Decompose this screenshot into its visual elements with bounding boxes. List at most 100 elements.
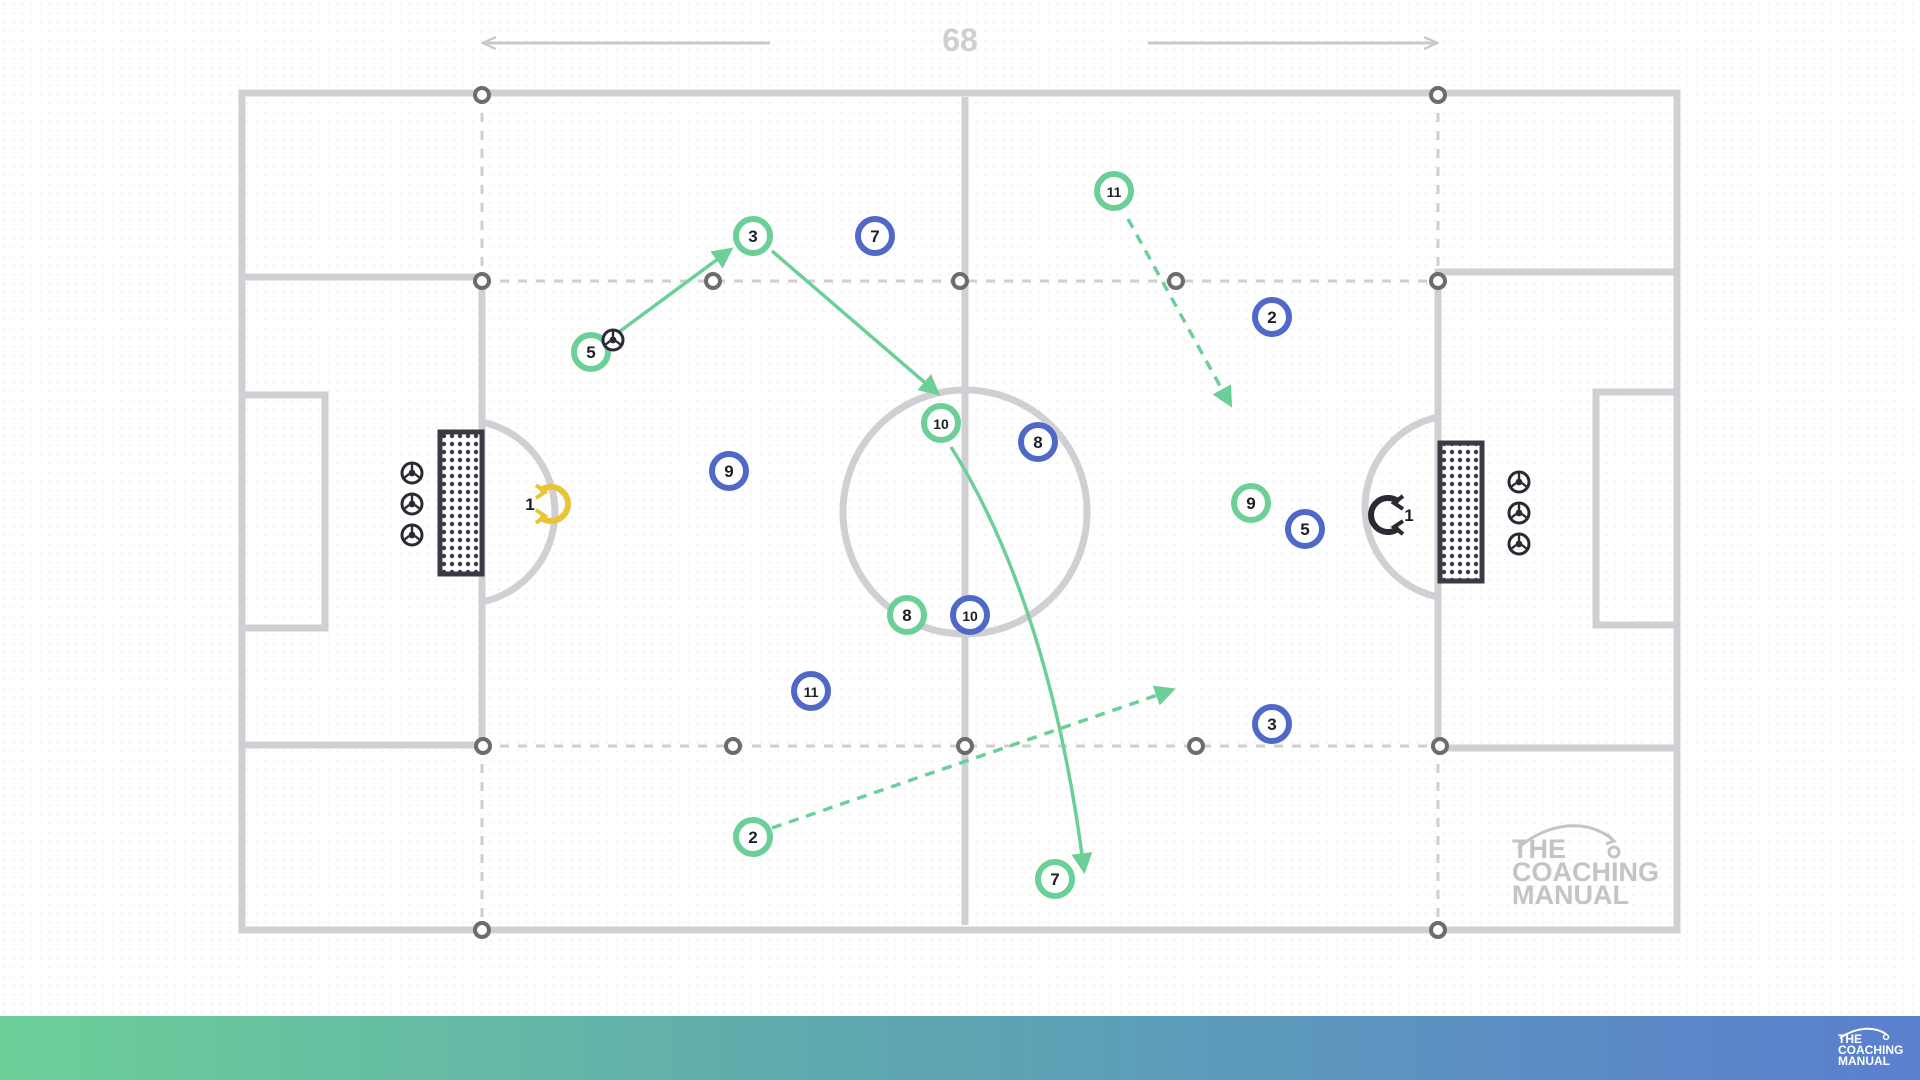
ball-icon [1507, 470, 1531, 494]
player-token [791, 671, 831, 711]
player-number: 9 [724, 462, 733, 481]
cone-marker [724, 737, 742, 755]
cone-marker [956, 737, 974, 755]
right-goalkeeper[interactable]: 1 [1368, 494, 1414, 536]
player-number: 11 [804, 684, 819, 700]
player-token [887, 595, 927, 635]
logo-arc-icon [1517, 824, 1621, 859]
player-number: 11 [1107, 184, 1122, 200]
cone-marker [1429, 921, 1447, 939]
footer-logo-line-1: THE [1838, 1032, 1862, 1046]
player-number: 8 [1033, 433, 1042, 452]
blue-player-8[interactable]: 8 [1018, 422, 1058, 462]
cone-marker [473, 86, 491, 104]
rotate-icon [538, 484, 571, 524]
footer-logo-arc-icon [1839, 1027, 1890, 1040]
player-token [709, 451, 749, 491]
player-number: 5 [586, 343, 595, 362]
green-player-9[interactable]: 9 [1231, 483, 1271, 523]
ball-icon [400, 461, 424, 485]
footer-logo: THE COACHING MANUAL [1832, 1027, 1908, 1072]
green-player-8[interactable]: 8 [887, 595, 927, 635]
player-number: 10 [933, 416, 949, 432]
ball-icon [1507, 532, 1531, 556]
player-number: 3 [1267, 715, 1276, 734]
cone-marker [1429, 86, 1447, 104]
player-number: 5 [1300, 520, 1309, 539]
logo-line-2: COACHING [1512, 857, 1659, 887]
blue-player-9[interactable]: 9 [709, 451, 749, 491]
footer-gradient-bar [0, 1016, 1920, 1080]
player-number: 7 [870, 227, 879, 246]
run-arrow-2 [771, 685, 1176, 830]
pass-arrow-5-to-3 [617, 247, 734, 334]
blue-player-7[interactable]: 7 [855, 216, 895, 256]
player-number: 9 [1246, 494, 1255, 513]
blue-player-11[interactable]: 11 [791, 671, 831, 711]
player-token [571, 332, 611, 372]
player-number: 2 [1267, 308, 1276, 327]
logo-line-1: THE [1512, 834, 1566, 864]
green-player-5[interactable]: 5 [571, 332, 611, 372]
blue-player-2[interactable]: 2 [1252, 297, 1292, 337]
player-number: 10 [962, 608, 978, 624]
footer-logo-line-3: MANUAL [1838, 1054, 1890, 1068]
player-token [855, 216, 895, 256]
pass-arrow-3-to-10 [770, 249, 941, 396]
ball-icon [1507, 501, 1531, 525]
player-number: 2 [748, 828, 757, 847]
player-token [1231, 483, 1271, 523]
cone-markers [473, 86, 1449, 939]
player-token [1252, 297, 1292, 337]
ball-stacks [400, 461, 1531, 556]
player-token [1252, 704, 1292, 744]
player-token [733, 817, 773, 857]
player-number: 3 [748, 227, 757, 246]
ball-at-feet-icon [601, 328, 625, 352]
cone-marker [1429, 272, 1447, 290]
player-token [921, 403, 961, 443]
blue-player-3[interactable]: 3 [1252, 704, 1292, 744]
ball-icon [400, 523, 424, 547]
pass-arrow-10-to-7 [949, 446, 1093, 875]
green-player-3[interactable]: 3 [733, 216, 773, 256]
cone-marker [1167, 272, 1185, 290]
player-number: 8 [902, 606, 911, 625]
footer-logo-line-2: COACHING [1838, 1043, 1904, 1057]
logo-line-3: MANUAL [1512, 880, 1629, 910]
coaching-manual-logo: THE COACHING MANUAL [1508, 820, 1678, 910]
left-goalkeeper[interactable]: 1 [525, 483, 571, 525]
cone-marker [1431, 737, 1449, 755]
player-token [1018, 422, 1058, 462]
right-goal [1437, 440, 1485, 584]
cone-marker [473, 921, 491, 939]
blue-player-5[interactable]: 5 [1285, 509, 1325, 549]
player-token [1285, 509, 1325, 549]
player-token [950, 595, 990, 635]
green-player-7[interactable]: 7 [1035, 859, 1075, 899]
blue-player-10[interactable]: 10 [950, 595, 990, 635]
cone-marker [473, 272, 491, 290]
player-number: 7 [1050, 870, 1059, 889]
player-token [1035, 859, 1075, 899]
rotate-icon [1368, 495, 1401, 535]
cone-marker [951, 272, 969, 290]
left-goal [437, 429, 485, 577]
cone-marker [704, 272, 722, 290]
zone-dashed-lines [480, 95, 1440, 930]
green-player-11[interactable]: 11 [1094, 171, 1134, 211]
movement-arrows [617, 218, 1233, 875]
pitch-width-label: 68 [942, 22, 978, 58]
run-arrow-11 [1126, 218, 1233, 408]
goalkeeper-number: 1 [1404, 506, 1413, 525]
cone-marker [1187, 737, 1205, 755]
ball-icon [400, 492, 424, 516]
goalkeeper-number: 1 [525, 495, 534, 514]
green-player-10[interactable]: 10 [921, 403, 961, 443]
green-player-2[interactable]: 2 [733, 817, 773, 857]
pitch-markings [238, 89, 1681, 934]
cone-marker [474, 737, 492, 755]
player-token [1094, 171, 1134, 211]
